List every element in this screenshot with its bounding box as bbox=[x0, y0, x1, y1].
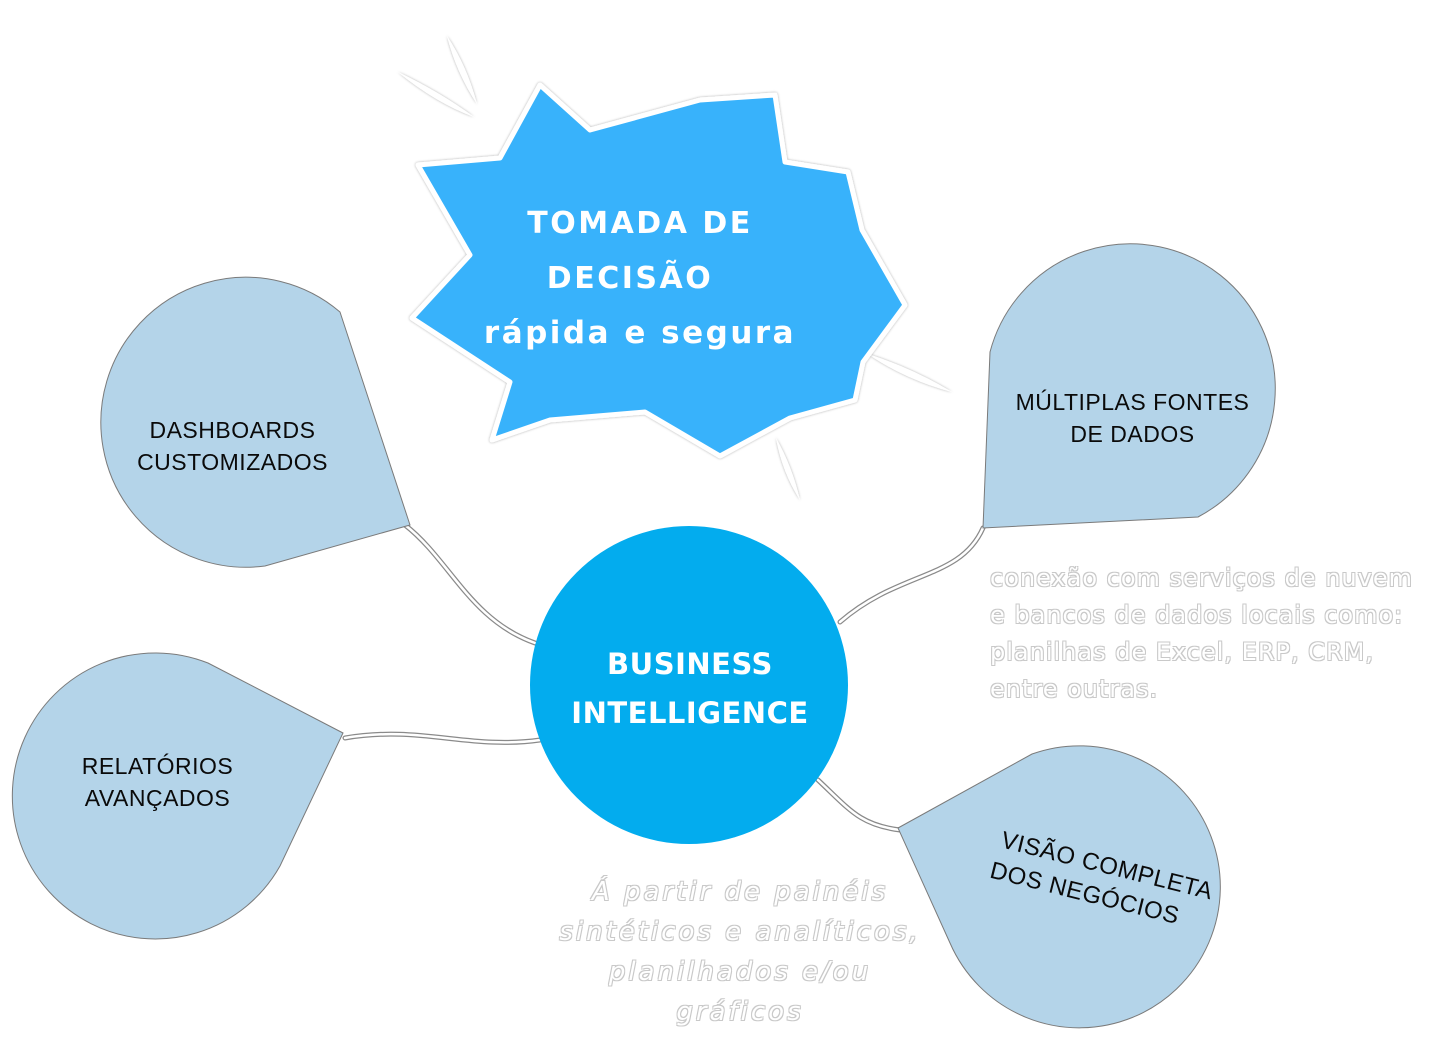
center-note-line-4: gráficos bbox=[676, 997, 804, 1027]
node-fontes-label: MÚLTIPLAS FONTES DE DADOS bbox=[1000, 386, 1265, 450]
connector-fontes bbox=[837, 525, 986, 625]
burst-line-1: TOMADA DE bbox=[527, 206, 753, 241]
burst-title: TOMADA DE DECISÃO rápida e segura bbox=[475, 196, 805, 361]
node-relatorios-line-1: RELATÓRIOS bbox=[81, 753, 234, 779]
center-title: BUSINESS INTELLIGENCE bbox=[540, 640, 840, 738]
accent-mark bbox=[447, 36, 477, 104]
node-relatorios-shape bbox=[11, 652, 344, 940]
node-dashboards-label: DASHBOARDS CUSTOMIZADOS bbox=[100, 414, 365, 478]
center-line-1: BUSINESS bbox=[607, 647, 773, 681]
accent-mark bbox=[868, 354, 952, 392]
center-note-line-2: sintéticos e analíticos, bbox=[559, 917, 921, 947]
node-fontes-line-2: DE DADOS bbox=[1070, 421, 1195, 447]
center-note-line-1: Á partir de painéis bbox=[591, 877, 889, 907]
burst-line-2: DECISÃO bbox=[546, 261, 714, 296]
connector-relatorios bbox=[342, 731, 543, 745]
node-relatorios-line-2: AVANÇADOS bbox=[84, 785, 231, 811]
connectors bbox=[342, 522, 986, 833]
center-line-2: INTELLIGENCE bbox=[571, 696, 809, 730]
fontes-note-line-2: e bancos de dados locais como: bbox=[990, 601, 1404, 629]
burst-accent-marks bbox=[398, 36, 952, 500]
fontes-note-line-1: conexão com serviços de nuvem bbox=[990, 564, 1413, 592]
center-note: Á partir de painéis sintéticos e analíti… bbox=[540, 872, 940, 1032]
node-fontes-shape bbox=[982, 243, 1276, 529]
center-note-line-3: planilhados e/ou bbox=[608, 957, 872, 987]
connector-visao bbox=[815, 777, 903, 833]
node-dashboards-shape bbox=[100, 276, 411, 568]
fontes-note: conexão com serviços de nuvem e bancos d… bbox=[990, 560, 1445, 708]
accent-mark bbox=[776, 438, 800, 500]
fontes-note-line-3: planilhas de Excel, ERP, CRM, bbox=[990, 638, 1375, 666]
fontes-note-line-4: entre outras. bbox=[990, 675, 1159, 703]
connector-dashboards bbox=[402, 522, 538, 646]
node-dashboards-line-2: CUSTOMIZADOS bbox=[137, 449, 328, 475]
node-fontes-line-1: MÚLTIPLAS FONTES bbox=[1015, 389, 1250, 415]
burst-line-3: rápida e segura bbox=[483, 315, 797, 351]
business-intelligence-circle bbox=[530, 526, 848, 844]
accent-mark bbox=[398, 72, 474, 117]
node-dashboards-line-1: DASHBOARDS bbox=[149, 417, 316, 443]
node-visao-shape bbox=[897, 745, 1221, 1029]
decision-burst bbox=[409, 82, 908, 459]
node-relatorios-label: RELATÓRIOS AVANÇADOS bbox=[40, 750, 275, 814]
